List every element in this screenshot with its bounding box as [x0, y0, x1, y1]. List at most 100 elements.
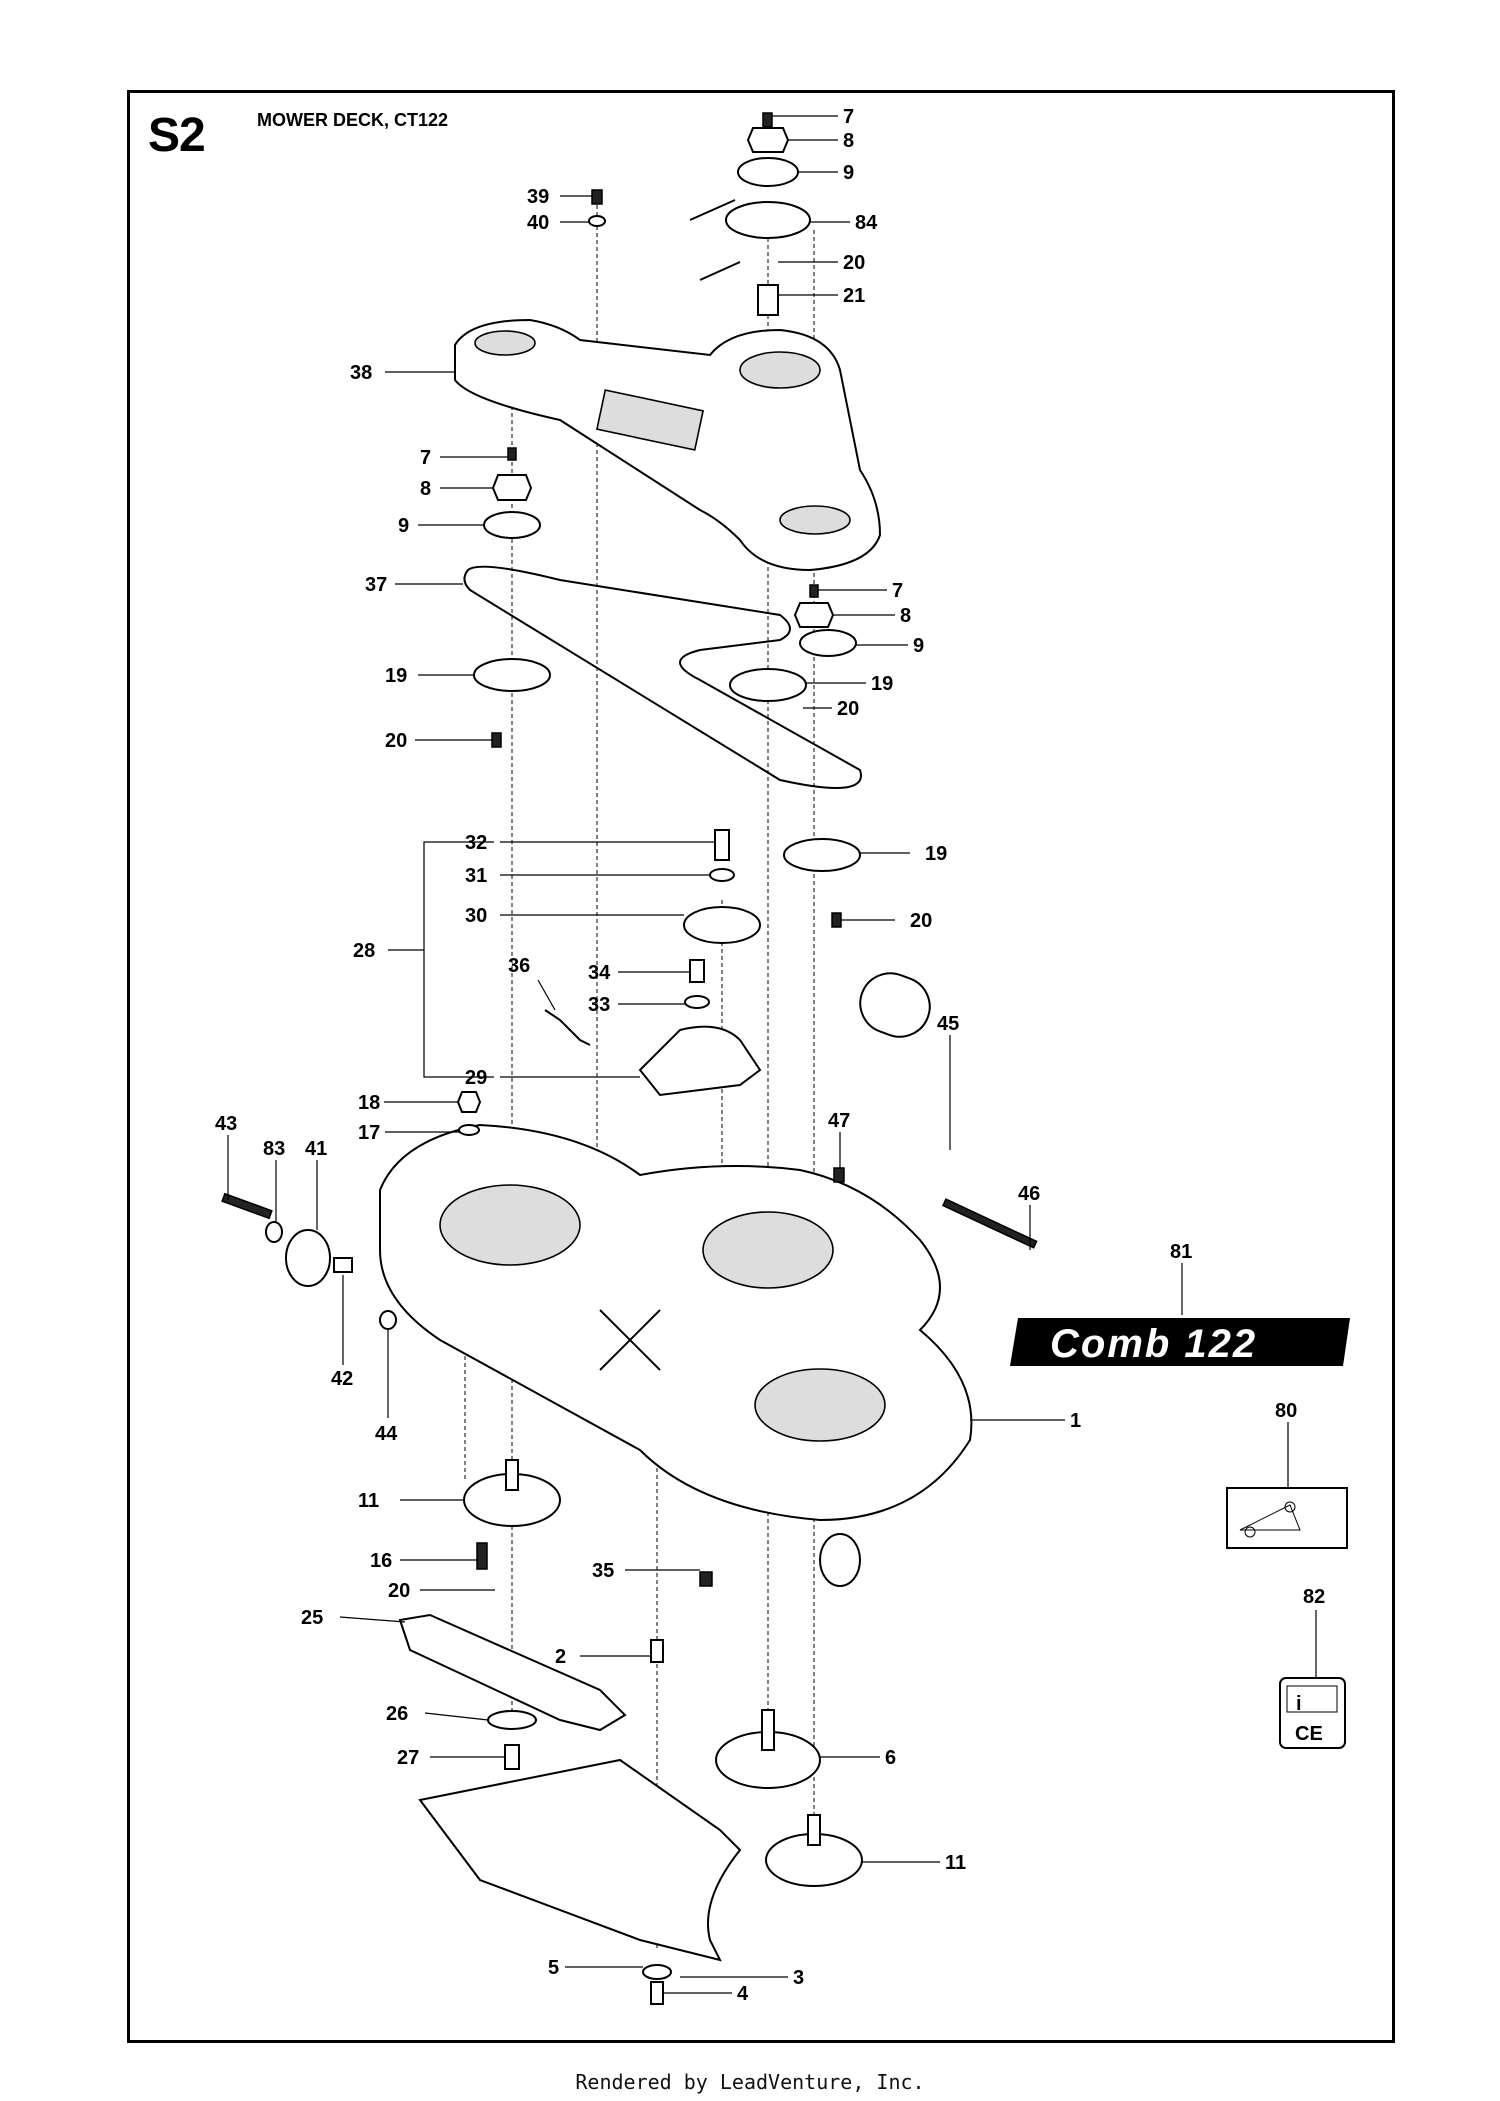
leader-lines — [227, 115, 1317, 1994]
callout-84: 84 — [855, 212, 878, 234]
cover-hole-left — [474, 330, 536, 356]
callout-35: 35 — [592, 1560, 614, 1582]
callout-37: 37 — [365, 574, 387, 596]
callout-41: 41 — [305, 1138, 327, 1160]
callout-17: 17 — [358, 1122, 380, 1144]
callout-3: 3 — [793, 1967, 804, 1989]
spindle-shaft-right — [807, 1814, 821, 1846]
callout-8: 8 — [843, 130, 854, 152]
callout-7: 7 — [843, 106, 854, 128]
callout-81: 81 — [1170, 1241, 1192, 1263]
callout-20: 20 — [910, 910, 932, 932]
callout-1: 1 — [1070, 1410, 1081, 1432]
ce-mark: CE — [1295, 1723, 1323, 1745]
callout-40: 40 — [527, 212, 549, 234]
decal-82: i CE — [1279, 1677, 1346, 1749]
bolt-44 — [379, 1310, 397, 1330]
sheet-title: MOWER DECK, CT122 — [257, 110, 449, 130]
bolt-32 — [714, 829, 730, 861]
callout-80: 80 — [1275, 1400, 1297, 1422]
spring-36 — [544, 1009, 591, 1046]
callout-20: 20 — [843, 252, 865, 274]
pin-7-left — [507, 447, 517, 461]
callout-34: 34 — [588, 962, 611, 984]
idler-pulley-30 — [683, 906, 761, 944]
rod-46 — [941, 1198, 1038, 1249]
callout-33: 33 — [588, 994, 610, 1016]
callout-36: 36 — [508, 955, 530, 977]
callout-45: 45 — [937, 1013, 959, 1035]
callout-5: 5 — [548, 1957, 559, 1979]
pin-7-right — [809, 584, 819, 598]
key-20-right — [831, 912, 842, 928]
washer-33 — [684, 995, 710, 1009]
callout-16: 16 — [370, 1550, 392, 1572]
callout-11: 11 — [945, 1852, 966, 1874]
bolt-34 — [689, 959, 705, 983]
washer-5 — [642, 1964, 672, 1980]
sheet-code: S2 — [148, 109, 206, 162]
deck-spindle-hole-center — [702, 1211, 834, 1289]
decal-80 — [1226, 1487, 1348, 1549]
callout-47: 47 — [828, 1110, 850, 1132]
deck-stiffener-x — [599, 1309, 661, 1371]
callout-82: 82 — [1303, 1586, 1325, 1608]
blade-25 — [398, 1613, 627, 1732]
washer-31 — [709, 868, 735, 882]
pulley-19-center — [729, 668, 807, 702]
callout-labels: 7 8 9 84 20 21 39 40 38 7 8 9 37 7 8 9 1… — [215, 106, 1325, 2005]
pin-7-top — [762, 112, 773, 128]
callout-9: 9 — [398, 515, 409, 537]
callout-83: 83 — [263, 1138, 285, 1160]
roller-45 — [859, 972, 931, 1038]
decal-81: Comb 122 — [1010, 1318, 1350, 1366]
bushing-21 — [757, 284, 779, 316]
deck-housing — [379, 1123, 973, 1522]
cover-hole-right — [779, 505, 851, 535]
callout-28: 28 — [353, 940, 375, 962]
cover-hole-top — [739, 351, 821, 389]
callout-11: 11 — [358, 1490, 379, 1512]
deck-spindle-hole-left — [439, 1184, 581, 1266]
callout-8: 8 — [900, 605, 911, 627]
nut-8-right — [793, 602, 835, 628]
callout-29: 29 — [465, 1067, 487, 1089]
nut-8-top — [746, 127, 790, 153]
decal-81-text: Comb 122 — [1050, 1322, 1257, 1366]
bolt-39 — [591, 189, 603, 205]
callout-19: 19 — [871, 673, 893, 695]
callout-42: 42 — [331, 1368, 353, 1390]
gauge-wheel-41 — [285, 1229, 331, 1287]
callout-20: 20 — [388, 1580, 410, 1602]
bolt-4 — [650, 1981, 664, 2005]
bushing-2 — [650, 1639, 664, 1663]
callout-32: 32 — [465, 832, 487, 854]
callout-4: 4 — [737, 1983, 749, 2005]
callout-26: 26 — [386, 1703, 408, 1725]
washer-9-left — [483, 511, 541, 539]
pulley-19-left — [473, 658, 551, 692]
callout-30: 30 — [465, 905, 487, 927]
blade-3 — [418, 1758, 742, 1962]
key-20-left — [491, 732, 502, 748]
callout-9: 9 — [843, 162, 854, 184]
callout-25: 25 — [301, 1607, 323, 1629]
nut-18 — [456, 1091, 482, 1113]
nut-35 — [699, 1571, 713, 1587]
belt-37 — [463, 565, 862, 789]
spindle-shaft-left — [505, 1459, 519, 1491]
footer-credit: Rendered by LeadVenture, Inc. — [575, 2070, 925, 2094]
washer-9-top — [737, 157, 799, 187]
callout-19: 19 — [925, 843, 947, 865]
callout-7: 7 — [420, 447, 431, 469]
callout-39: 39 — [527, 186, 549, 208]
pulley-84 — [725, 201, 811, 239]
pulley-19-right — [783, 838, 861, 872]
callout-31: 31 — [465, 865, 487, 887]
callout-20: 20 — [837, 698, 859, 720]
bolt-43 — [221, 1192, 273, 1220]
washer-9-right — [799, 629, 857, 657]
callout-27: 27 — [397, 1747, 419, 1769]
washer-83 — [265, 1221, 283, 1243]
callout-38: 38 — [350, 362, 372, 384]
